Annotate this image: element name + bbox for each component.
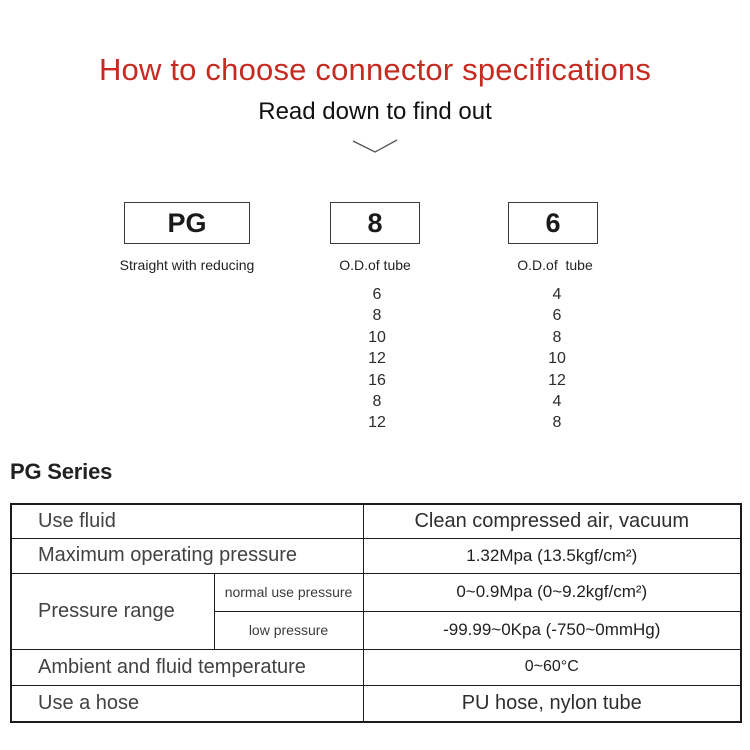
- od-option: 12: [548, 371, 566, 389]
- code-box-pg: PG: [124, 202, 250, 244]
- spec-value-use-fluid: Clean compressed air, vacuum: [362, 503, 742, 539]
- od-option: 6: [372, 286, 382, 303]
- spec-value-hose: PU hose, nylon tube: [362, 684, 742, 723]
- spec-sublabel-low-pressure: low pressure: [213, 610, 364, 650]
- od-option: 6: [552, 307, 562, 325]
- spec-row-hose: Use a hose PU hose, nylon tube: [10, 684, 742, 723]
- code-box-tube-od-6: 6: [508, 202, 598, 244]
- od-option: 10: [548, 350, 566, 368]
- tube-od-list-6: 4 6 8 10 12 4 8: [457, 284, 657, 434]
- spec-label-ambient-temp: Ambient and fluid temperature: [10, 648, 364, 686]
- code-caption-pg: Straight with reducing: [119, 257, 255, 273]
- od-option: 16: [368, 371, 386, 389]
- spec-row-low-pressure: low pressure -99.99~0Kpa (-750~0mmHg): [11, 610, 742, 650]
- chevron-down-icon: [352, 139, 398, 153]
- spec-value-normal-pressure: 0~0.9Mpa (0~9.2kgf/cm²): [362, 572, 742, 612]
- spec-row-max-pressure: Maximum operating pressure 1.32Mpa (13.5…: [10, 537, 742, 574]
- spec-row-ambient-temp: Ambient and fluid temperature 0~60°C: [10, 648, 742, 686]
- spec-label-pressure-range: Pressure range: [10, 572, 215, 650]
- spec-value-low-pressure: -99.99~0Kpa (-750~0mmHg): [362, 610, 742, 650]
- tube-od-list-8: 6 8 10 12 16 8 12: [277, 284, 477, 434]
- od-option: 4: [552, 393, 562, 411]
- od-option: 8: [552, 414, 562, 432]
- spec-label-use-fluid: Use fluid: [10, 503, 364, 539]
- spec-sublabel-normal-pressure: normal use pressure: [213, 572, 364, 612]
- od-option: 8: [552, 328, 562, 346]
- od-option: 8: [372, 393, 382, 411]
- spec-label-max-pressure: Maximum operating pressure: [10, 537, 364, 574]
- code-caption-8: O.D.of tube: [339, 257, 411, 273]
- od-option: 12: [368, 414, 386, 432]
- code-box-8-text: 8: [367, 207, 383, 238]
- code-box-6-text: 6: [545, 207, 561, 238]
- od-option: 12: [368, 350, 386, 368]
- spec-value-max-pressure: 1.32Mpa (13.5kgf/cm²): [362, 537, 742, 574]
- series-heading: PG Series: [10, 459, 113, 484]
- code-caption-6: O.D.of tube: [517, 257, 593, 273]
- od-option: 8: [372, 307, 382, 325]
- page-subtitle: Read down to find out: [258, 98, 492, 125]
- od-option: 4: [552, 286, 562, 303]
- code-box-pg-text: PG: [167, 207, 207, 238]
- page-title: How to choose connector specifications: [98, 52, 652, 87]
- spec-row-use-fluid: Use fluid Clean compressed air, vacuum: [10, 503, 742, 539]
- od-option: 10: [368, 328, 386, 346]
- spec-value-ambient-temp: 0~60°C: [362, 648, 742, 686]
- code-box-tube-od-8: 8: [330, 202, 420, 244]
- spec-label-hose: Use a hose: [10, 684, 364, 723]
- spec-table: Use fluid Clean compressed air, vacuum M…: [10, 503, 742, 723]
- spec-row-normal-pressure: Pressure range normal use pressure 0~0.9…: [10, 572, 742, 650]
